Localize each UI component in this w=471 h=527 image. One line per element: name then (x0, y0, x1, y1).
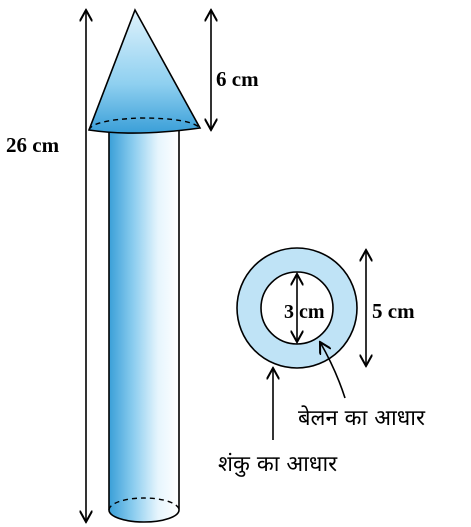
cone-height-label: 6 cm (216, 67, 259, 91)
cone-base-label: शंकु का आधार (218, 452, 338, 477)
outer-diameter-label: 5 cm (372, 299, 415, 323)
cylinder-bottom-hidden-edge (108, 497, 180, 511)
inner-diameter-label: 3 cm (284, 301, 325, 323)
cylinder-base-pointer (320, 342, 346, 399)
cylinder (108, 129, 180, 523)
cone (87, 8, 202, 134)
total-height-label: 26 cm (6, 133, 60, 157)
total-height-label-bg (2, 128, 82, 158)
cylinder-base-label: बेलन का आधार (298, 405, 426, 431)
